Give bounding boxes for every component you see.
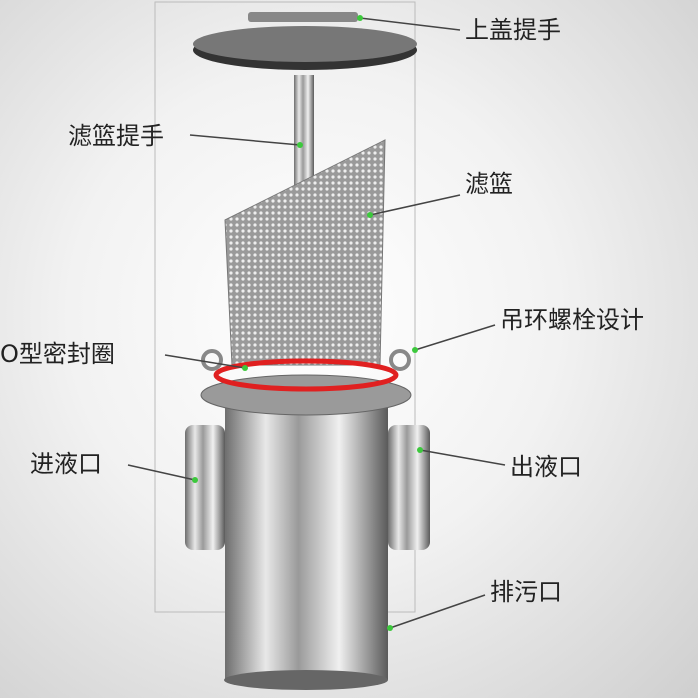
leader-dots	[192, 15, 423, 631]
label-inlet: 进液口	[30, 450, 102, 478]
label-drain: 排污口	[490, 578, 562, 606]
label-o-ring: O型密封圈	[0, 340, 115, 368]
housing	[185, 349, 430, 690]
label-basket-handle: 滤篮提手	[68, 122, 164, 150]
o-ring	[213, 358, 399, 392]
label-lid-handle: 上盖提手	[465, 16, 561, 44]
label-outlet: 出液口	[510, 453, 582, 481]
label-eyebolt: 吊环螺栓设计	[500, 306, 644, 334]
label-basket: 滤篮	[465, 170, 513, 198]
lid	[193, 12, 417, 70]
leader-lines	[127, 17, 506, 629]
